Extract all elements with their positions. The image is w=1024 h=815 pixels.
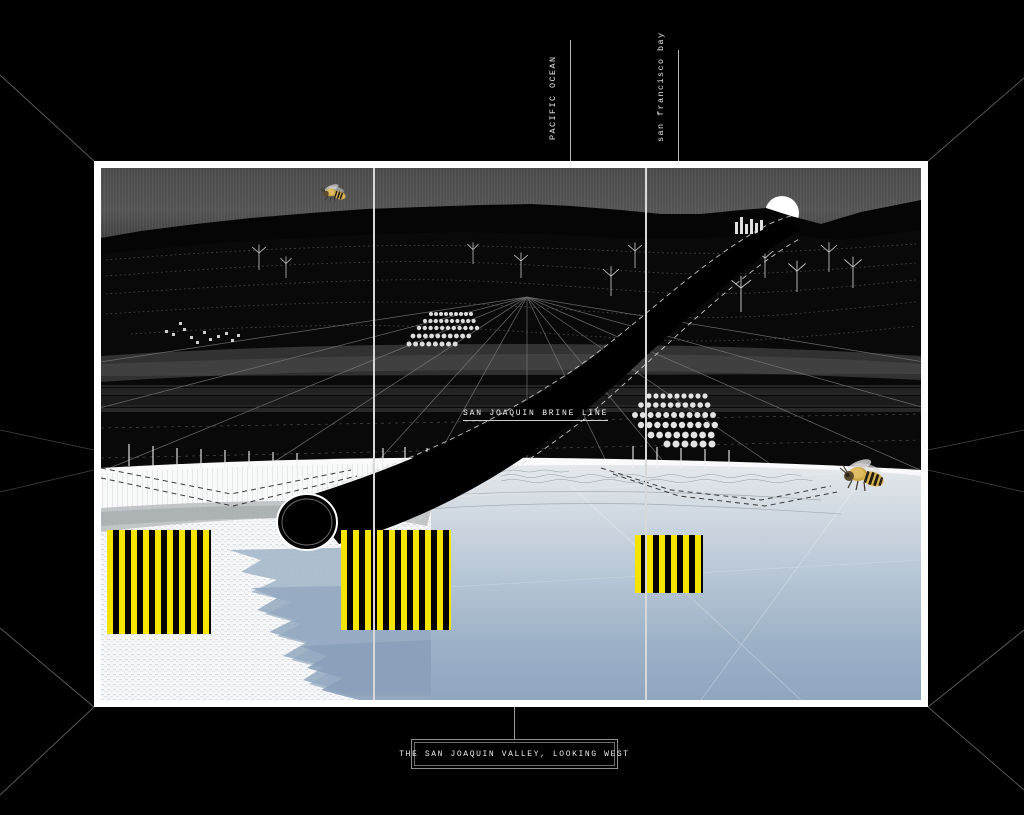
caption-plate-inner: THE SAN JOAQUIN VALLEY, LOOKING WEST xyxy=(399,742,628,766)
orchard-left xyxy=(406,312,480,347)
bee-small-upper-left-icon xyxy=(320,184,346,203)
hazard-block-center xyxy=(341,530,451,630)
caption-leader-line xyxy=(514,707,515,739)
scene-viewport: SAN JOAQUIN BRINE LINE xyxy=(101,168,921,700)
frame-divider-left xyxy=(373,168,375,700)
label-san-joaquin-brine-line: SAN JOAQUIN BRINE LINE xyxy=(463,409,609,421)
frame-divider-right xyxy=(645,168,647,700)
orchard-right xyxy=(632,393,718,448)
caption-text: THE SAN JOAQUIN VALLEY, LOOKING WEST xyxy=(399,749,630,759)
hazard-block-left xyxy=(107,530,211,634)
scene-frame: SAN JOAQUIN BRINE LINE xyxy=(94,161,928,707)
label-pacific-ocean: PACIFIC OCEAN xyxy=(548,55,558,140)
leader-line-san-francisco-bay xyxy=(678,50,679,161)
distant-city-skyline-icon xyxy=(735,217,763,234)
distant-settlement-lights xyxy=(165,322,240,344)
bee-large-right-icon xyxy=(839,459,884,492)
caption-plate: THE SAN JOAQUIN VALLEY, LOOKING WEST xyxy=(399,739,628,769)
wind-turbine-field xyxy=(251,242,862,312)
leader-line-pacific-ocean xyxy=(570,40,571,161)
label-san-francisco-bay: san francisco bay xyxy=(656,31,666,142)
brine-outfall-pipeline xyxy=(276,215,802,551)
